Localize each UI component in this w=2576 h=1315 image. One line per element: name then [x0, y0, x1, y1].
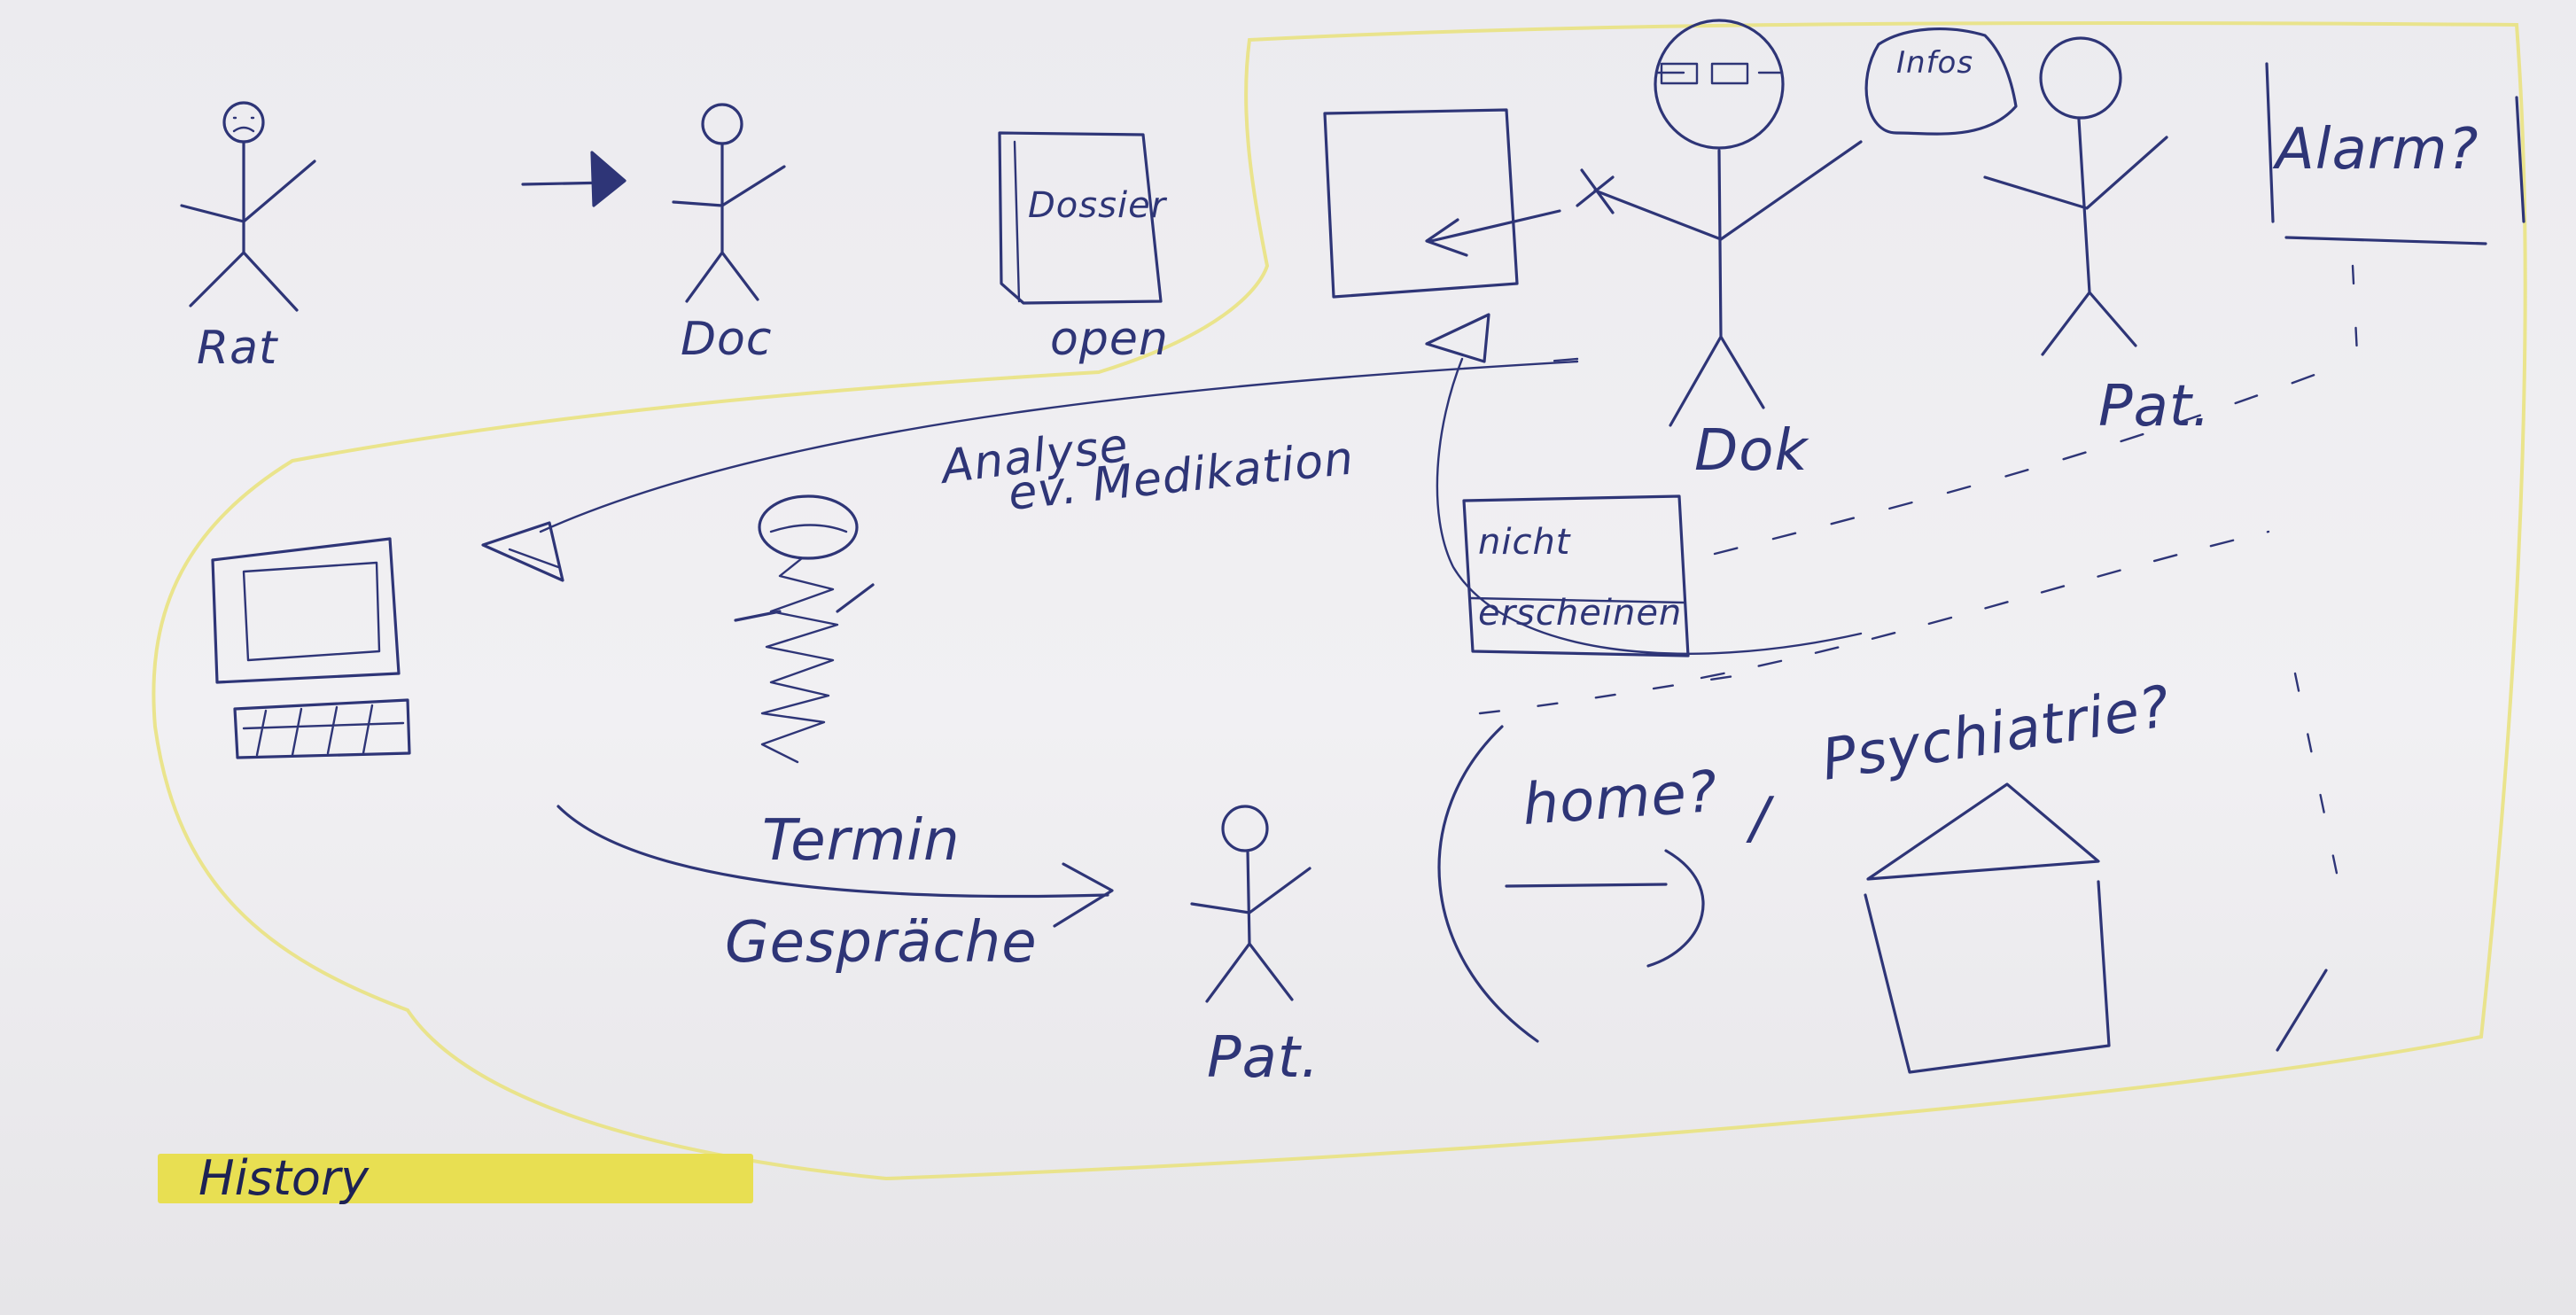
nicht-erscheinen-box — [1462, 494, 1690, 658]
alarm-label: Alarm? — [2272, 117, 2479, 183]
highlight-region-outline — [152, 20, 2527, 1181]
bracket-left — [1437, 725, 2328, 1052]
house-icon — [1864, 782, 2111, 1074]
stick-figure-icon — [672, 103, 786, 303]
pat-bottom-label: Pat. — [1207, 1025, 1319, 1091]
speech-bubble-icon — [1864, 27, 2018, 136]
arrow-icon — [481, 360, 1579, 582]
arrow-icon — [521, 151, 626, 207]
termin-label: Termin — [762, 808, 961, 874]
dossier-label: Dossier — [1028, 185, 1168, 226]
history-label: History — [198, 1150, 370, 1206]
stick-figure-icon — [1983, 36, 2168, 356]
alarm-box — [2265, 62, 2525, 245]
nicht-label: nicht — [1478, 522, 1571, 563]
open-label: open — [1050, 313, 1169, 366]
history-highlight — [158, 1154, 753, 1203]
dok-label: Dok — [1694, 418, 1809, 484]
erscheinen-label: erscheinen — [1478, 593, 1682, 634]
gespraeche-label: Gespräche — [725, 910, 1038, 976]
spring-figure — [734, 494, 875, 764]
doc-label: Doc — [681, 313, 772, 366]
stick-figure-icon — [180, 101, 316, 312]
computer-icon — [211, 537, 411, 759]
slash-label: / — [1746, 786, 1775, 852]
stick-figure-icon — [1576, 19, 1863, 427]
screen-box — [1323, 108, 1561, 299]
stick-figure-icon — [1190, 805, 1311, 1003]
infos-label: Infos — [1896, 45, 1973, 81]
home-label: home? — [1521, 759, 1720, 838]
arrow-icon — [1425, 313, 1863, 655]
psychiatrie-label: Psychiatrie? — [1817, 674, 2175, 794]
dashed-path — [1478, 264, 2359, 888]
rat-label: Rat — [197, 322, 278, 375]
arrow-icon — [556, 805, 1114, 928]
document-icon — [998, 131, 1163, 305]
pat-top-label: Pat. — [2098, 374, 2211, 440]
